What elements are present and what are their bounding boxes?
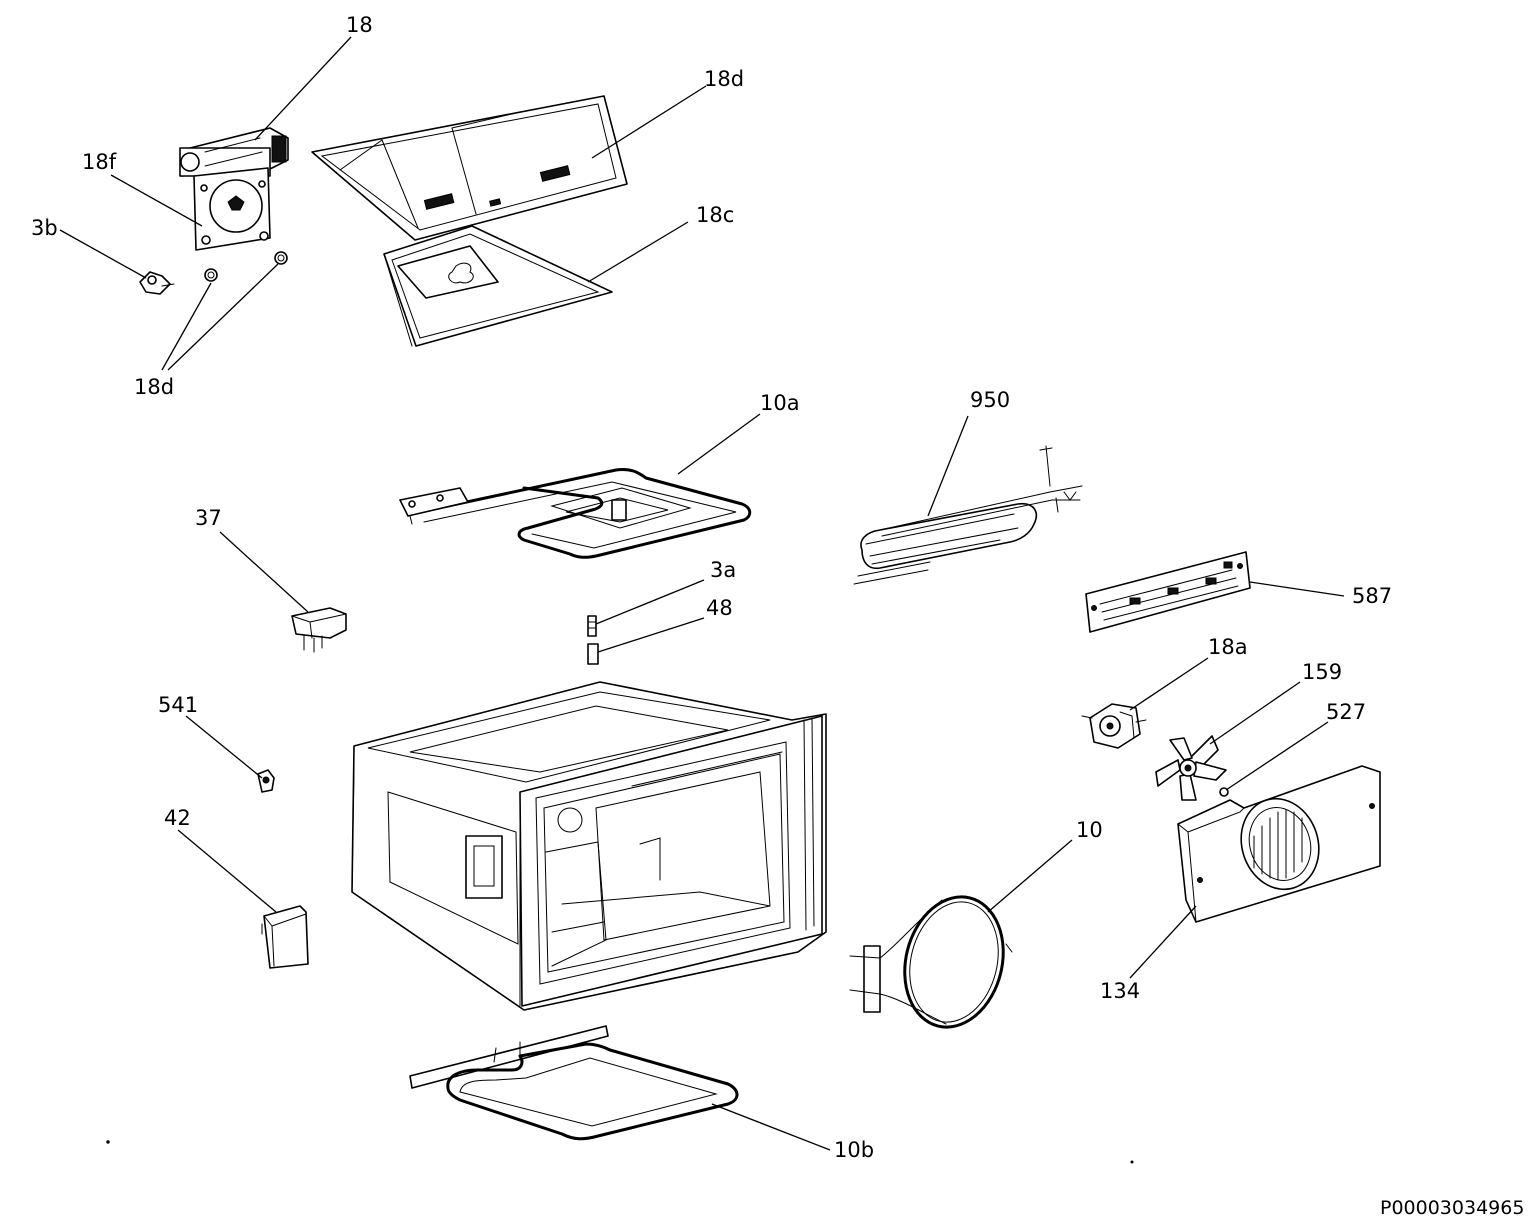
callout-587: 587	[1352, 584, 1392, 608]
callout-48: 48	[706, 596, 733, 620]
callout-18c: 18c	[696, 203, 734, 227]
leader-18f	[110, 174, 203, 227]
part-42-side-cover	[261, 905, 309, 969]
leader-3b	[59, 229, 147, 279]
leader-3a	[595, 579, 705, 625]
part-159-fan-blade	[1155, 735, 1227, 801]
callout-42: 42	[164, 806, 191, 830]
callout-541: 541	[158, 693, 198, 717]
callout-18d-top: 18d	[704, 67, 744, 91]
leader-18d-bottom-a	[161, 282, 212, 371]
leader-18	[254, 36, 352, 141]
leader-18d-bottom-b	[167, 263, 279, 371]
leader-10a	[677, 413, 761, 475]
leader-159	[1209, 681, 1301, 745]
leader-587	[1249, 581, 1345, 597]
callout-527: 527	[1326, 700, 1366, 724]
leader-48	[597, 617, 705, 653]
stray-dot	[1130, 1160, 1134, 1164]
fan-grille	[1253, 809, 1303, 881]
leader-10b	[711, 1103, 831, 1151]
part-18d-nuts	[204, 251, 288, 282]
part-587-control-board	[1085, 551, 1251, 633]
part-134-rear-fan-cover	[1177, 765, 1381, 923]
callout-159: 159	[1302, 660, 1342, 684]
part-18d-top-cover	[311, 95, 628, 241]
callout-3b: 3b	[31, 216, 58, 240]
leader-lines	[59, 36, 1345, 1151]
leader-18a	[1129, 657, 1209, 711]
part-37-switch	[291, 607, 347, 653]
part-541-clip	[257, 769, 275, 793]
part-18c-baffle-frame	[383, 225, 613, 347]
callout-950: 950	[970, 388, 1010, 412]
part-18-fan-motor-assembly	[179, 127, 289, 251]
leader-37	[219, 531, 309, 613]
part-3a-sensor	[587, 615, 597, 637]
callout-10a: 10a	[760, 391, 800, 415]
leader-10	[987, 839, 1073, 913]
callout-18a: 18a	[1208, 635, 1248, 659]
callout-3a: 3a	[710, 558, 736, 582]
callout-37: 37	[195, 506, 222, 530]
leader-541	[185, 715, 263, 779]
callout-10b: 10b	[834, 1138, 874, 1162]
leader-18d-top	[591, 85, 707, 159]
part-oven-cavity	[351, 681, 827, 1011]
leader-18c	[587, 221, 689, 283]
callout-labels: 18 18d 18f 3b 18c 18d 10a 950 37 3a 48 5…	[31, 13, 1392, 1162]
part-10-circular-heating-element	[849, 895, 1013, 1029]
leader-950	[927, 415, 969, 517]
leader-527	[1225, 721, 1329, 791]
part-48-connector	[587, 643, 599, 665]
document-number: P00003034965	[1380, 1197, 1524, 1219]
callout-10: 10	[1076, 818, 1103, 842]
part-950-wiring-harness	[853, 445, 1083, 585]
leader-134	[1129, 905, 1197, 979]
part-10b-bottom-heating-element	[409, 1025, 739, 1141]
leader-42	[177, 829, 277, 913]
part-3b-thermostat	[139, 271, 175, 295]
part-10a-top-heating-element	[399, 468, 752, 559]
callout-18: 18	[346, 13, 373, 37]
stray-dot	[106, 1140, 110, 1144]
callout-18d-bottom: 18d	[134, 375, 174, 399]
part-18a-fan-motor	[1081, 703, 1147, 749]
callout-18f: 18f	[82, 150, 117, 174]
callout-134: 134	[1100, 979, 1140, 1003]
